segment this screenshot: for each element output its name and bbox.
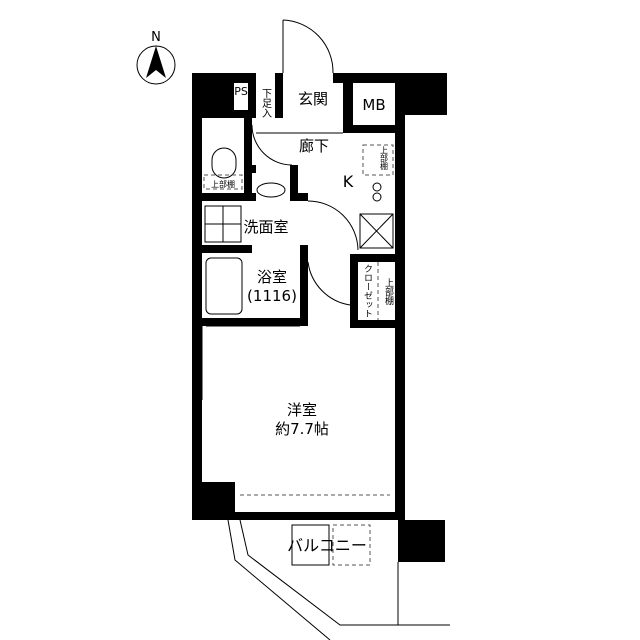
fixtures <box>201 124 394 496</box>
mb-label: MB <box>362 96 385 114</box>
balcony-label: バルコニー <box>287 536 367 555</box>
western-room-label: 洋室 <box>287 401 317 419</box>
toilet-shelf-label: 上部棚 <box>211 179 235 189</box>
closet-shelf-label: 上部棚 <box>383 278 394 306</box>
washroom-label: 洗面室 <box>243 218 288 236</box>
shoe-box-label: 下足入 <box>260 88 272 118</box>
ps-label: PS <box>234 85 248 98</box>
bathroom-label: 浴室 <box>257 268 287 286</box>
entrance-door <box>282 19 334 74</box>
north-compass-icon: N <box>136 30 176 85</box>
compass-label: N <box>151 30 161 45</box>
bathroom-size-label: (1116) <box>247 287 297 305</box>
kitchen-label: K <box>343 172 354 191</box>
balcony-outline <box>227 519 450 640</box>
hallway-label: 廊下 <box>299 137 329 155</box>
kitchen-shelf-label: 上部棚 <box>380 146 389 171</box>
walls <box>192 73 447 562</box>
closet-label: クローゼット <box>362 264 373 318</box>
western-room-size-label: 約7.7帖 <box>275 420 329 438</box>
entrance-label: 玄関 <box>298 90 328 108</box>
